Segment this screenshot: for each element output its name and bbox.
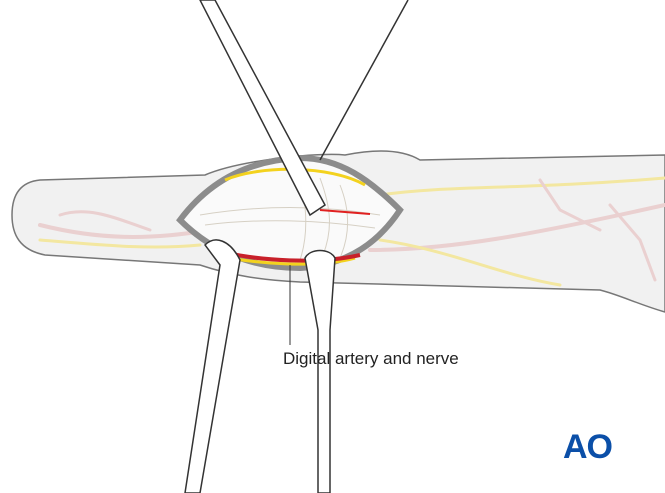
forceps	[199, 0, 326, 217]
ao-logo: AO	[563, 428, 613, 466]
suture-thread	[319, 0, 409, 161]
retractor-right	[304, 249, 336, 493]
annotation-label: Digital artery and nerve	[283, 349, 459, 368]
retractor-left	[184, 239, 241, 493]
